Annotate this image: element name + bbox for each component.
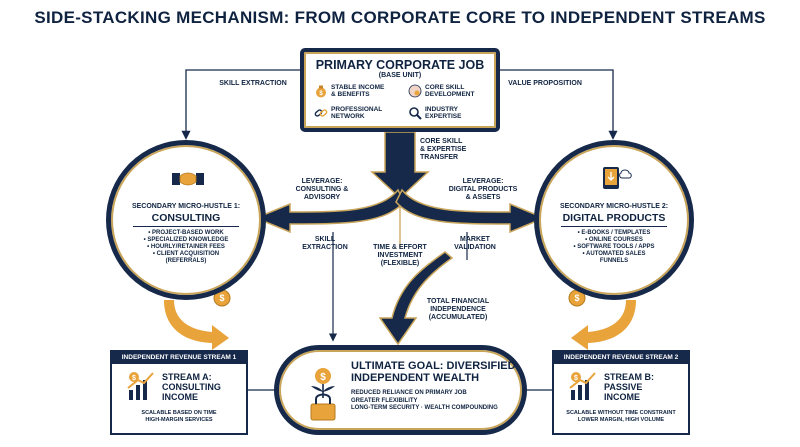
growth-chart-icon: $ bbox=[569, 372, 596, 400]
brain-gear-icon bbox=[408, 84, 422, 98]
hustle-2-title: DIGITAL PRODUCTS bbox=[562, 212, 666, 224]
hustle-digital-circle: SECONDARY MICRO-HUSTLE 2: DIGITAL PRODUC… bbox=[534, 140, 694, 300]
hustle-consulting-circle: SECONDARY MICRO-HUSTLE 1: CONSULTING • P… bbox=[106, 140, 266, 300]
svg-text:$: $ bbox=[574, 375, 578, 382]
label-total-independence: TOTAL FINANCIAL INDEPENDENCE (ACCUMULATE… bbox=[426, 298, 490, 321]
list-item: • E-BOOKS / TEMPLATES bbox=[577, 230, 651, 236]
stream-2-box: INDEPENDENT REVENUE STREAM 2 $ STREAM B:… bbox=[552, 350, 690, 435]
core-subtitle: (BASE UNIT) bbox=[378, 72, 422, 79]
hustle-2-subtitle: SECONDARY MICRO-HUSTLE 2: bbox=[559, 203, 669, 210]
hustle-2-list: • E-BOOKS / TEMPLATES • ONLINE COURSES •… bbox=[539, 230, 689, 265]
handshake-icon bbox=[172, 172, 204, 186]
list-item: (REFERRALS) bbox=[165, 258, 207, 264]
list-item: • ONLINE COURSES bbox=[585, 237, 643, 243]
svg-text:$: $ bbox=[219, 293, 224, 303]
list-item: • CLIENT ACQUISITION bbox=[152, 251, 220, 257]
branch-right-arrow bbox=[395, 188, 546, 234]
core-box-primary-job: PRIMARY CORPORATE JOB (BASE UNIT) $ STAB… bbox=[300, 48, 500, 132]
tablet-download-icon bbox=[603, 167, 632, 189]
list-item: • HOURLY/RETAINER FEES bbox=[147, 244, 225, 250]
swoosh-to-goal-arrow bbox=[378, 251, 454, 346]
label-core-transfer: CORE SKILL & EXPERTISE TRANSFER bbox=[420, 138, 467, 161]
list-item: • SOFTWARE TOOLS / APPS bbox=[573, 244, 655, 250]
money-plant-lock-icon: $ bbox=[310, 368, 336, 421]
feature-stable-income: $ STABLE INCOME& BENEFITS bbox=[314, 84, 384, 98]
list-item: • PROJECT-BASED WORK bbox=[148, 230, 224, 236]
svg-text:$: $ bbox=[320, 372, 326, 383]
label-leverage-digital: LEVERAGE: DIGITAL PRODUCTS & ASSETS bbox=[448, 178, 518, 201]
branch-left-arrow bbox=[254, 188, 405, 234]
chain-link-icon bbox=[314, 109, 328, 117]
core-title: PRIMARY CORPORATE JOB bbox=[315, 58, 485, 72]
divider bbox=[561, 226, 667, 227]
label-skill-extraction-top: SKILL EXTRACTION bbox=[219, 80, 287, 87]
label-time-effort: TIME & EFFORT INVESTMENT (FLEXIBLE) bbox=[373, 244, 427, 267]
stream-1-box: INDEPENDENT REVENUE STREAM 1 $ STREAM A:… bbox=[110, 350, 248, 435]
core-down-arrow bbox=[370, 131, 430, 200]
hustle-1-title: CONSULTING bbox=[151, 212, 221, 224]
divider bbox=[133, 226, 239, 227]
orange-arrow-left bbox=[164, 300, 229, 350]
label-leverage-consulting: LEVERAGE: CONSULTING & ADVISORY bbox=[295, 178, 349, 201]
label-value-proposition: VALUE PROPOSITION bbox=[508, 80, 582, 87]
orange-arrow-right bbox=[571, 300, 636, 350]
label-market-validation: MARKET VALIDATION bbox=[454, 236, 496, 251]
list-item: FUNNELS bbox=[599, 258, 629, 264]
list-item: • SPECIALIZED KNOWLEDGE bbox=[143, 237, 229, 243]
arrow-core-to-consulting bbox=[181, 69, 300, 140]
list-item: • AUTOMATED SALES bbox=[582, 251, 646, 257]
svg-text:$: $ bbox=[319, 91, 323, 97]
svg-text:$: $ bbox=[132, 375, 136, 382]
hustle-1-subtitle: SECONDARY MICRO-HUSTLE 1: bbox=[131, 203, 241, 210]
arrow-core-to-digital bbox=[500, 69, 618, 140]
money-bag-icon: $ bbox=[316, 85, 326, 98]
stream-1-header: INDEPENDENT REVENUE STREAM 1 bbox=[112, 352, 246, 364]
page-title: SIDE-STACKING MECHANISM: FROM CORPORATE … bbox=[34, 8, 766, 27]
magnifier-icon bbox=[409, 107, 422, 120]
growth-chart-icon: $ bbox=[127, 372, 154, 400]
hustle-1-list: • PROJECT-BASED WORK • SPECIALIZED KNOWL… bbox=[111, 230, 261, 265]
label-skill-extraction-mid: SKILL EXTRACTION bbox=[302, 236, 348, 251]
svg-text:$: $ bbox=[574, 293, 579, 303]
stream-2-header: INDEPENDENT REVENUE STREAM 2 bbox=[554, 352, 688, 364]
